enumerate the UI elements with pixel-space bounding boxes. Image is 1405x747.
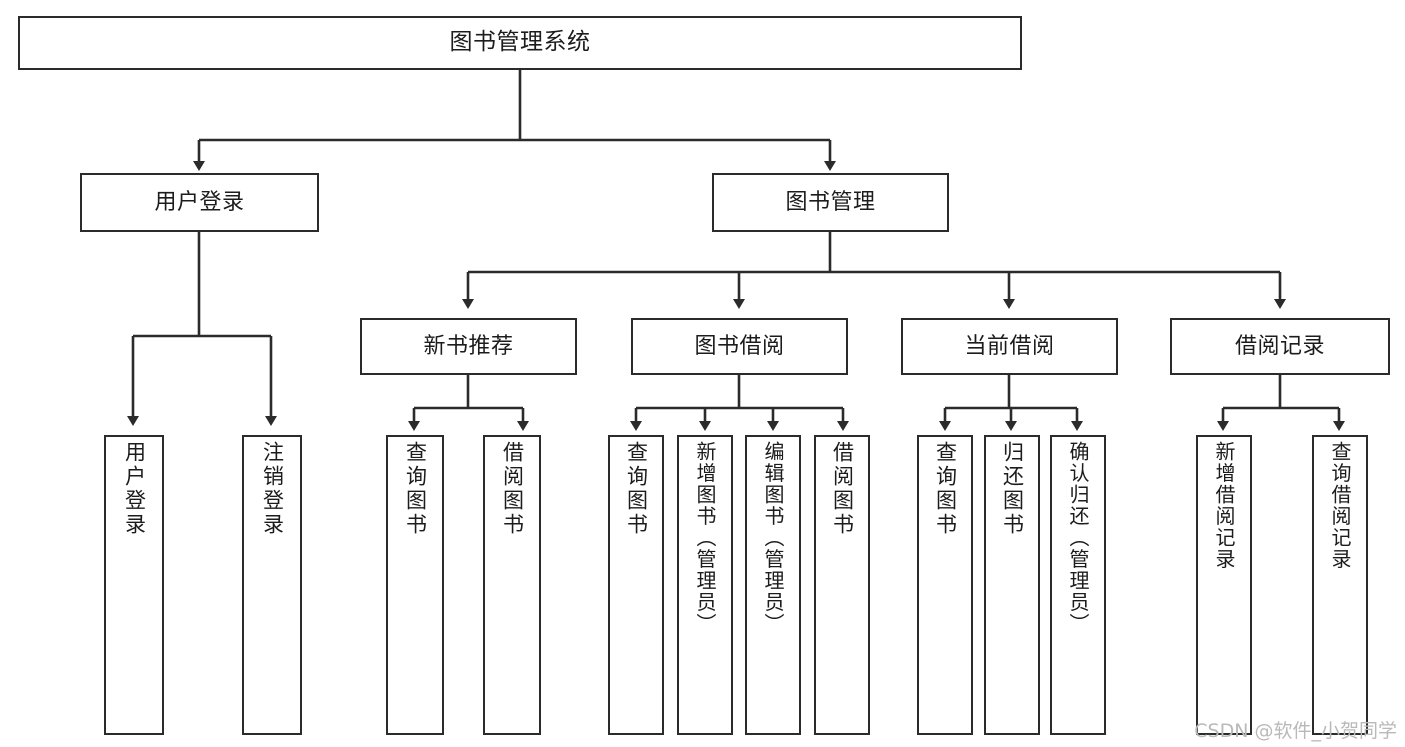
leaf-current-return-book[interactable]: 归还图书	[984, 435, 1040, 735]
leaf-current-confirm-return-admin[interactable]: 确认归还（管理员）	[1050, 435, 1106, 735]
leaf-record-add-record-label: 新增借阅记录	[1212, 441, 1236, 570]
leaf-current-confirm-return-admin-label: 确认归还（管理员）	[1066, 441, 1090, 635]
node-book-borrow[interactable]: 图书借阅	[631, 318, 848, 375]
node-current-borrow-label: 当前借阅	[964, 333, 1055, 359]
leaf-user-login-signout[interactable]: 注销登录	[242, 435, 302, 735]
node-book-management-label: 图书管理	[785, 189, 876, 215]
leaf-current-query-book-label: 查询图书	[933, 441, 958, 537]
leaf-borrow-add-book-admin[interactable]: 新增图书（管理员）	[677, 435, 733, 735]
leaf-new-book-borrow-label: 借阅图书	[500, 441, 525, 537]
node-new-book-recommend[interactable]: 新书推荐	[360, 318, 577, 375]
leaf-borrow-borrow-book[interactable]: 借阅图书	[814, 435, 870, 735]
leaf-new-book-borrow[interactable]: 借阅图书	[483, 435, 541, 735]
watermark: CSDN @软件_小贺同学	[1194, 720, 1397, 742]
node-user-login[interactable]: 用户登录	[80, 173, 319, 232]
leaf-borrow-edit-book-admin-label: 编辑图书（管理员）	[761, 441, 785, 635]
leaf-borrow-borrow-book-label: 借阅图书	[830, 441, 855, 537]
leaf-borrow-add-book-admin-label: 新增图书（管理员）	[693, 441, 717, 635]
leaf-borrow-query-book-label: 查询图书	[624, 441, 649, 537]
node-book-borrow-label: 图书借阅	[694, 333, 785, 359]
leaf-record-query-record[interactable]: 查询借阅记录	[1312, 435, 1368, 735]
node-current-borrow[interactable]: 当前借阅	[901, 318, 1118, 375]
leaf-borrow-query-book[interactable]: 查询图书	[608, 435, 664, 735]
leaf-new-book-query-label: 查询图书	[403, 441, 428, 537]
leaf-borrow-edit-book-admin[interactable]: 编辑图书（管理员）	[745, 435, 801, 735]
leaf-record-add-record[interactable]: 新增借阅记录	[1196, 435, 1252, 735]
node-borrow-record-label: 借阅记录	[1234, 333, 1325, 359]
node-new-book-recommend-label: 新书推荐	[423, 333, 514, 359]
node-root-label: 图书管理系统	[449, 29, 591, 56]
node-book-management[interactable]: 图书管理	[712, 173, 949, 232]
leaf-user-login-signout-label: 注销登录	[260, 441, 285, 537]
leaf-current-return-book-label: 归还图书	[1000, 441, 1025, 537]
leaf-user-login-signin[interactable]: 用户登录	[104, 435, 164, 735]
node-borrow-record[interactable]: 借阅记录	[1170, 318, 1390, 375]
leaf-current-query-book[interactable]: 查询图书	[917, 435, 973, 735]
leaf-record-query-record-label: 查询借阅记录	[1328, 441, 1352, 570]
node-user-login-label: 用户登录	[154, 189, 245, 215]
node-root[interactable]: 图书管理系统	[18, 16, 1022, 70]
leaf-new-book-query[interactable]: 查询图书	[386, 435, 444, 735]
leaf-user-login-signin-label: 用户登录	[122, 441, 147, 537]
